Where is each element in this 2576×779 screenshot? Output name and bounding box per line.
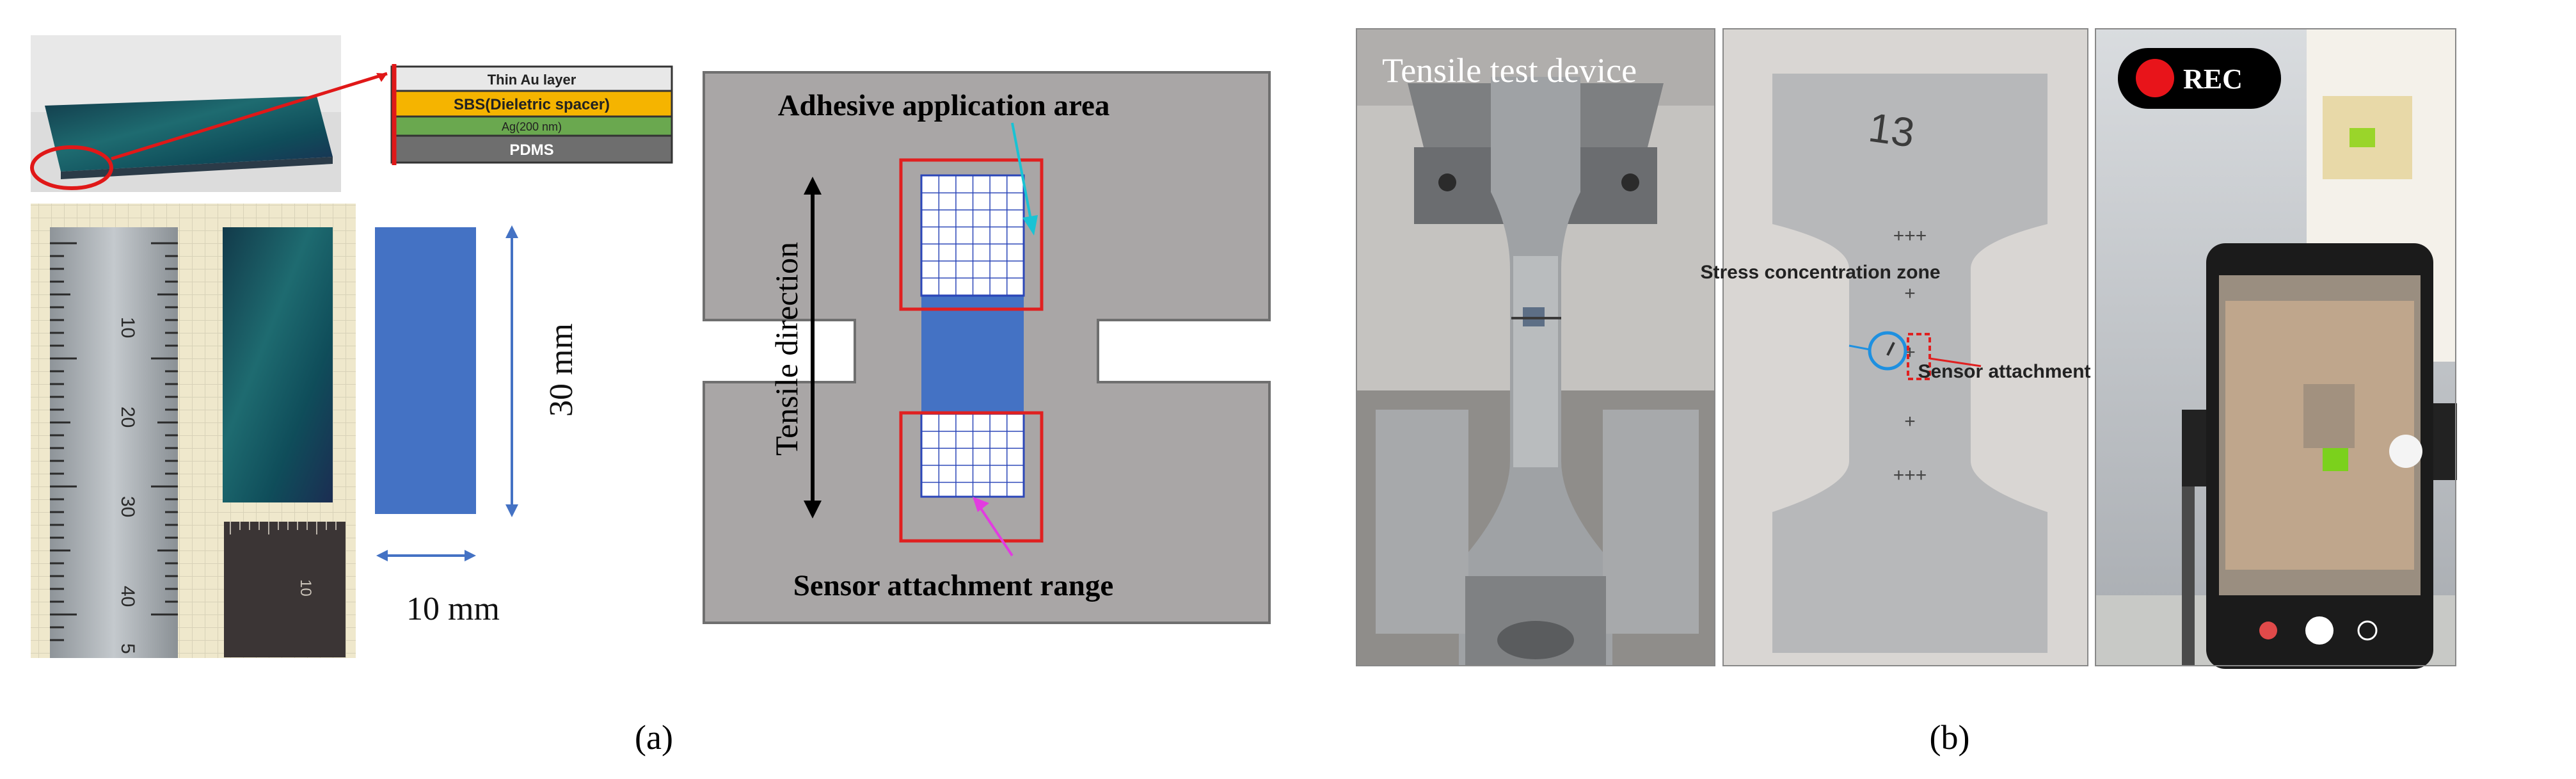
device-caption: Tensile test device	[1382, 51, 1637, 90]
layer-au	[390, 65, 673, 92]
recording-photo	[2095, 28, 2457, 669]
mark-top: +++	[1893, 225, 1927, 246]
specimen-number: 13	[1866, 104, 1918, 156]
zoom-pointer-line	[111, 72, 388, 161]
rec-badge: REC	[2118, 48, 2281, 109]
attachment-frame-bottom	[899, 411, 1044, 543]
layer-sbs	[390, 90, 673, 118]
layer-au-label: Thin Au layer	[488, 72, 576, 88]
sensor-rectangle	[375, 227, 476, 514]
ruler-num-20: 20	[117, 406, 138, 428]
tensile-direction-label: Tensile direction	[768, 242, 804, 456]
layer-sbs-label: SBS(Dieletric spacer)	[454, 96, 610, 113]
rec-dot-icon	[2136, 59, 2174, 97]
steel-ruler	[50, 227, 178, 658]
sensor-part-pointer	[1929, 357, 1982, 367]
ruler-photo: 10 20 30 40 5 10	[31, 204, 356, 658]
attachment-frame-top	[899, 158, 1044, 311]
panel-b-label: (b)	[1930, 718, 1970, 757]
sensor-range-label: Sensor attachment range	[793, 569, 1113, 602]
adhesive-grid-bottom	[920, 412, 1025, 498]
specimen-schematic: Tensile direction Adhesive application a…	[703, 71, 1271, 624]
phone-shutter	[2305, 616, 2334, 645]
sensor-strip	[921, 291, 1024, 419]
film-photo-top	[30, 35, 388, 192]
stress-zone-circle	[1868, 331, 1907, 371]
length-label: 30 mm	[543, 323, 580, 417]
mark-upper: +	[1904, 283, 1916, 304]
sensor-film-sample	[223, 227, 333, 502]
stress-zone-label: Stress concentration zone	[1700, 262, 1940, 283]
small-ruler-number: 10	[297, 579, 314, 597]
ruler-num-5: 5	[117, 643, 138, 654]
adhesive-pointer	[1011, 122, 1033, 223]
specimen-photo: 13 +++ + + + +++	[1722, 28, 2088, 666]
sensor-dimension-drawing: 30 mm 10 mm	[375, 225, 580, 627]
phone-clamp-right	[2431, 403, 2457, 480]
layer-pdms-label: PDMS	[509, 141, 553, 159]
edge-highlight-circle	[30, 145, 113, 190]
panel-a-label: (a)	[635, 718, 673, 757]
ruler-num-10: 10	[117, 317, 138, 338]
layer-pdms	[390, 134, 673, 164]
mark-lower: +	[1904, 411, 1916, 432]
sensor-part-box	[1907, 333, 1931, 380]
small-ruler	[224, 522, 346, 657]
layer-stack: Thin Au layer SBS(Dieletric spacer) Ag(2…	[390, 64, 673, 165]
adhesive-grid-top	[920, 174, 1025, 297]
tensile-device-photo	[1356, 28, 1715, 666]
rec-label: REC	[2183, 63, 2243, 95]
ruler-ticks	[50, 242, 178, 641]
ruler-num-30: 30	[117, 496, 138, 517]
width-label: 10 mm	[406, 591, 500, 627]
layer-ag-label: Ag(200 nm)	[502, 120, 562, 133]
sensor-pointer	[978, 504, 1014, 557]
stress-pointer	[1849, 344, 1870, 351]
ruler-num-40: 40	[117, 586, 138, 607]
mark-bottom: +++	[1893, 465, 1927, 486]
phone-clamp-left	[2182, 410, 2207, 486]
adhesive-area-label: Adhesive application area	[778, 89, 1110, 122]
